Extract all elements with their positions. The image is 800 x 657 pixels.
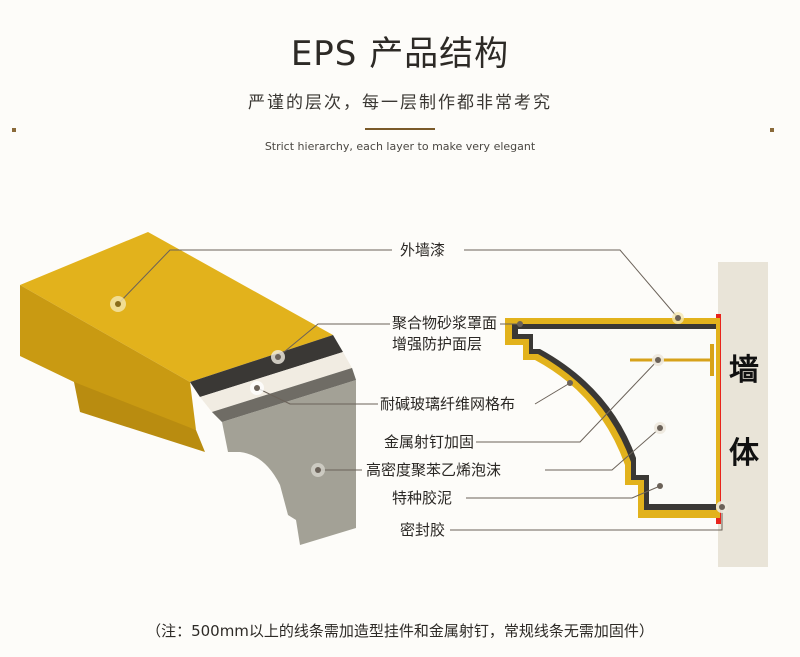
label-sealant: 密封胶	[400, 521, 446, 539]
label-polymer-mortar-2: 增强防护面层	[392, 335, 483, 353]
leader-polymer-mortar	[277, 323, 390, 358]
leader-fiberglass-right	[534, 382, 571, 405]
marker-dot	[254, 385, 260, 391]
marker-dot	[567, 380, 573, 386]
leader-metal-nail	[476, 359, 659, 443]
leader-sealant	[450, 507, 723, 531]
title-divider	[365, 128, 435, 130]
leader-exterior-paint-right	[464, 249, 679, 319]
marker-dots	[110, 296, 728, 513]
marker-dot	[657, 483, 663, 489]
divider-dot-left	[12, 128, 16, 132]
leader-exterior-paint	[117, 249, 392, 305]
mortar-inner-end	[212, 368, 356, 422]
subtitle-english: Strict hierarchy, each layer to make ver…	[264, 140, 536, 153]
marker-dot	[275, 354, 281, 360]
label-fiberglass-mesh: 耐碱玻璃纤维网格布	[380, 395, 516, 413]
wall-label-char-2: 体	[729, 436, 759, 471]
label-eps-foam: 高密度聚苯乙烯泡沫	[366, 461, 502, 479]
mesh-layer-end	[200, 352, 352, 412]
moulding-lower-lip	[74, 382, 205, 452]
subtitle-chinese: 严谨的层次，每一层制作都非常考究	[248, 93, 552, 113]
marker-dot	[517, 321, 523, 327]
label-special-mortar: 特种胶泥	[392, 489, 453, 507]
leader-lines	[117, 249, 723, 531]
divider-dot-right	[770, 128, 774, 132]
wall-body	[718, 262, 768, 567]
section-foam-core	[518, 329, 716, 504]
mortar-layer-end	[190, 335, 343, 397]
leader-eps-foam-right	[545, 427, 661, 471]
leader-fiberglass	[256, 387, 378, 405]
label-polymer-mortar-1: 聚合物砂浆罩面	[392, 314, 498, 332]
page-title: EPS 产品结构	[290, 34, 510, 74]
moulding-3d-model	[20, 232, 356, 545]
leader-special-mortar	[466, 485, 661, 499]
marker-dot	[719, 504, 725, 510]
wall-label-char-1: 墙	[729, 353, 759, 388]
cross-section	[505, 262, 768, 567]
label-metal-nail: 金属射钉加固	[384, 433, 475, 451]
marker-dot	[655, 357, 661, 363]
marker-dot	[315, 467, 321, 473]
moulding-front-face	[20, 285, 196, 430]
marker-dot	[675, 315, 681, 321]
eps-foam-end-face	[222, 380, 356, 545]
eps-foam-top-edge	[212, 368, 356, 422]
footnote: （注：500mm以上的线条需加造型挂件和金属射钉，常规线条无需加固件）	[146, 622, 654, 640]
marker-dot	[115, 301, 121, 307]
label-exterior-paint: 外墙漆	[400, 241, 446, 259]
moulding-top-face	[20, 232, 333, 382]
marker-dot	[657, 425, 663, 431]
